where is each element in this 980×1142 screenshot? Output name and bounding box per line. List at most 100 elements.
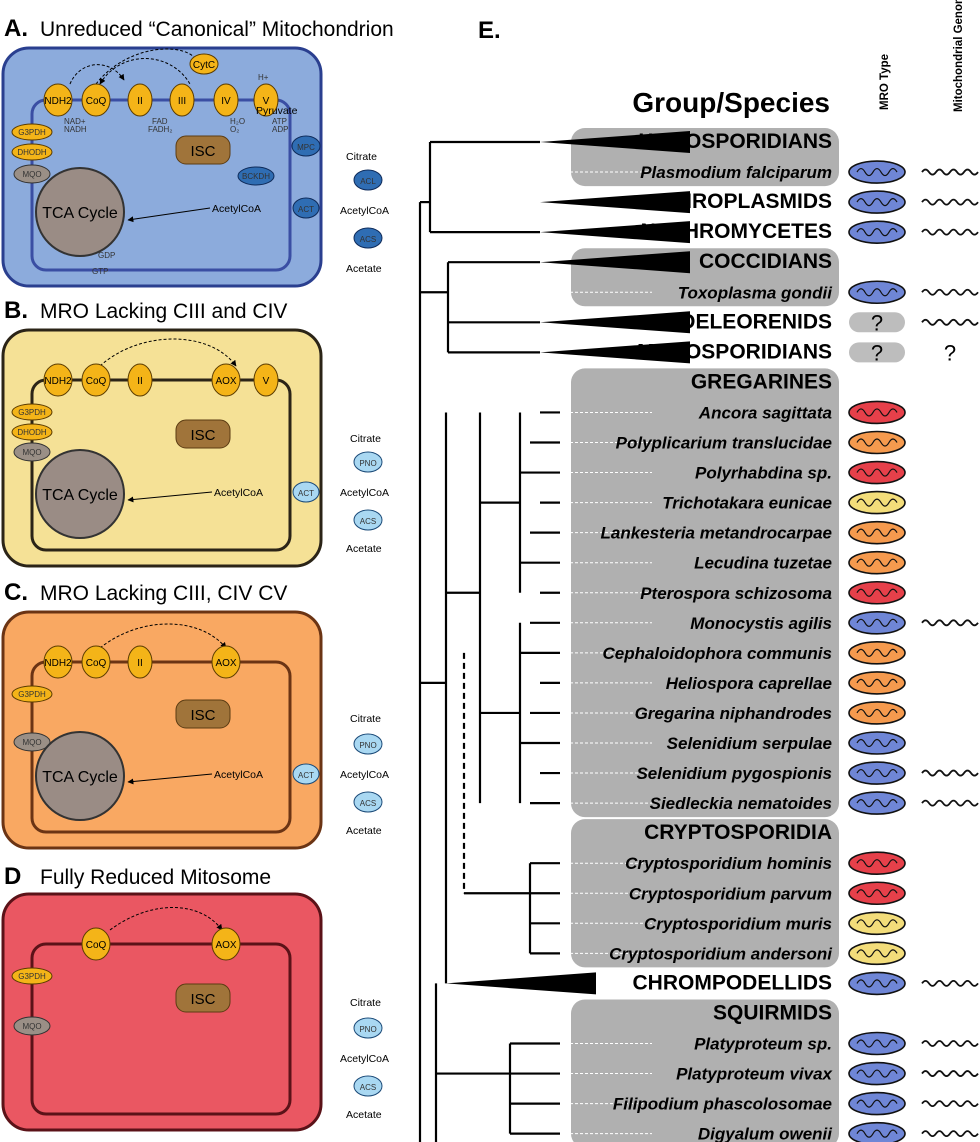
mro-type-header: MRO Type [879, 54, 891, 110]
complex-ii [127, 363, 153, 397]
species-label: Cryptosporidium parvum [629, 884, 832, 903]
species-label: Cryptosporidium andersoni [609, 944, 833, 963]
dhodh-enzyme [11, 143, 53, 161]
tca-cycle [35, 449, 125, 539]
hplus-label: H+ [258, 73, 269, 82]
panel-c-letter: C. [4, 579, 28, 606]
pno-enzyme [353, 1017, 383, 1039]
group-label: GREGARINES [691, 370, 832, 393]
genome-found-icon [921, 1130, 979, 1138]
genome-found-icon [921, 1100, 979, 1107]
collapsed-clade-triangle [540, 221, 690, 244]
citrate-label: Citrate [350, 997, 381, 1009]
ndh2-label: NDH2 [44, 658, 72, 669]
collapsed-clade-triangle [540, 191, 690, 214]
group-label: SQUIRMIDS [713, 1001, 832, 1024]
aox-label: AOX [215, 658, 236, 669]
mro-type-icon [848, 580, 906, 605]
nad-label: NAD+ [64, 117, 86, 126]
act-label: ACT [298, 205, 314, 214]
o2-label: O₂ [230, 125, 239, 134]
complex-v-label: V [263, 96, 270, 107]
act-transporter-c [292, 763, 320, 785]
genome-found-icon [921, 799, 979, 807]
mro-type-icon [848, 791, 906, 815]
h2o-label: H₂O [230, 117, 245, 126]
panel-b-outer-membrane [1, 328, 323, 568]
acs-label: ACS [360, 517, 376, 526]
mro-cristae [856, 408, 898, 417]
species-label: Platyproteum vivax [676, 1065, 833, 1084]
g3pdh-label: G3PDH [18, 408, 46, 417]
pyruvate-label: Pyruvate [256, 105, 298, 117]
mro-type-icon [848, 971, 906, 996]
group-label: MAROSPORIDIANS [637, 340, 832, 363]
act-label: ACT [298, 771, 314, 780]
collapsed-clade-triangle [540, 311, 690, 334]
citrate-label: Citrate [350, 433, 381, 445]
atp-label: ATP [272, 117, 287, 126]
mro-type-icon [848, 701, 906, 725]
collapsed-clade-triangle [540, 341, 690, 364]
mqo-enzyme [13, 1016, 51, 1036]
cytc-complex [189, 53, 219, 75]
mro-type-icon [848, 190, 906, 214]
coq-label: CoQ [86, 940, 107, 951]
species-label: Polyplicarium translucidae [616, 434, 832, 453]
tca-label: TCA Cycle [42, 487, 118, 504]
mro-type-icon [848, 400, 906, 425]
mpc-transporter [291, 135, 321, 157]
mro-type-icon [848, 641, 906, 665]
mro-type-icon [848, 1031, 906, 1056]
citrate-label: Citrate [346, 151, 377, 163]
species-label: Pterospora schizosoma [640, 584, 832, 603]
ndh2-complex [43, 83, 73, 117]
ndh2-label: NDH2 [44, 96, 72, 107]
panel-a-title: Unreduced “Canonical” Mitochondrion [40, 18, 394, 41]
mro-cristae [856, 799, 898, 808]
collapsed-clade-triangle [540, 131, 690, 153]
gtp-label: GTP [92, 267, 108, 276]
aox-label: AOX [215, 940, 236, 951]
isc-label: ISC [190, 143, 215, 160]
complex-ii-label: II [137, 96, 143, 107]
act-transporter-a [292, 197, 320, 219]
acl-label: ACL [360, 177, 376, 186]
species-label: Trichotakara eunicae [662, 494, 832, 513]
panel-e: E. Group/Species MRO Type Mitochondrial … [418, 0, 979, 1142]
mqo-label: MQO [22, 170, 41, 179]
mro-cristae [856, 618, 898, 627]
acs-label: ACS [360, 235, 376, 244]
genome-found-icon [921, 168, 979, 176]
acetylcoa-in-label: AcetylCoA [212, 203, 261, 215]
isc-box [175, 983, 231, 1013]
mro-cristae [856, 438, 898, 447]
pno-label: PNO [359, 1025, 376, 1034]
species-label: Monocystis agilis [690, 614, 832, 633]
acs-enzyme [353, 227, 383, 249]
isc-label: ISC [190, 991, 215, 1008]
tca-label: TCA Cycle [42, 205, 118, 222]
coq-label: CoQ [86, 376, 107, 387]
mro-type-icon [848, 490, 906, 515]
acetylcoa-out-label: AcetylCoA [340, 1053, 389, 1065]
complex-v-label: V [263, 376, 270, 387]
panel-b: B. MRO Lacking CIII and CIV NDH2 CoQ II … [1, 297, 389, 568]
mro-unknown-pill [849, 342, 905, 363]
aox-enzyme [211, 645, 241, 679]
mro-cristae [856, 678, 898, 687]
complex-ii [127, 645, 153, 679]
g3pdh-label: G3PDH [18, 972, 46, 981]
acetylcoa-out-label: AcetylCoA [340, 487, 389, 499]
mro-type-icon [848, 911, 906, 936]
fad-label: FAD [152, 117, 168, 126]
mqo-label: MQO [22, 738, 41, 747]
flux-arrow [127, 207, 211, 223]
group-label: COCCIDIANS [699, 250, 832, 273]
panel-b-title: MRO Lacking CIII and CIV [40, 300, 287, 323]
acetate-label: Acetate [346, 1109, 382, 1121]
g3pdh-enzyme [11, 403, 53, 421]
species-label: Cryptosporidium muris [644, 914, 832, 933]
mro-cristae [856, 498, 898, 507]
